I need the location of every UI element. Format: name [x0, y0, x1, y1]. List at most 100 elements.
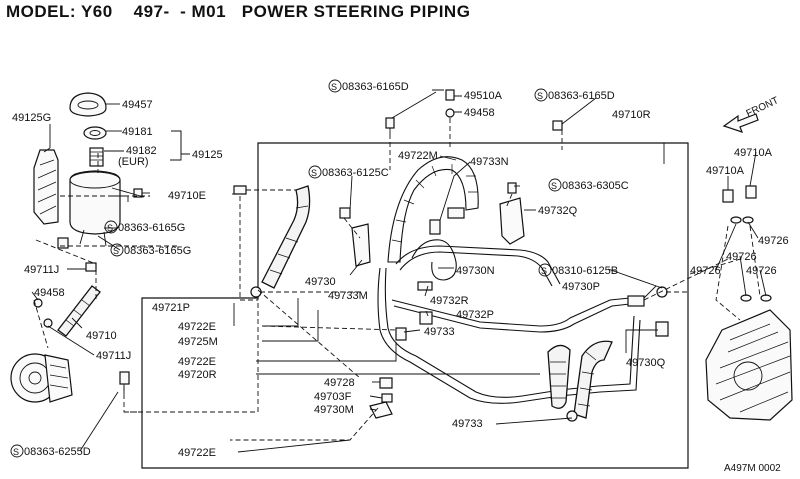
- label-49730N: 49730N: [456, 265, 495, 277]
- bracket-49125-brace: [170, 130, 182, 161]
- label-08363-6165G-a: 08363-6165G: [118, 222, 185, 234]
- label-49510A: 49510A: [464, 90, 503, 102]
- front-arrow-icon: [722, 113, 759, 133]
- label-49733-b: 49733: [452, 418, 483, 430]
- clamp-49733-lower: [566, 410, 578, 422]
- s-marker-icon: S: [328, 79, 342, 93]
- s-marker-icon: S: [110, 243, 124, 257]
- label-49733M: 49733M: [328, 290, 368, 302]
- label-49720R: 49720R: [178, 369, 217, 381]
- label-08363-6165D-a: 08363-6165D: [342, 81, 409, 93]
- bolt-08363-6165G-upper: [133, 188, 150, 198]
- label-49726-d: 49726: [746, 265, 777, 277]
- label-49181: 49181: [122, 126, 153, 138]
- hose-49730Q-right: [573, 340, 613, 419]
- label-49732R: 49732R: [430, 295, 469, 307]
- label-49722E-c: 49722E: [178, 447, 216, 459]
- bracket-49730: [351, 223, 371, 267]
- label-49710E: 49710E: [168, 190, 206, 202]
- label-49457: 49457: [122, 99, 153, 111]
- label-49726-b: 49726: [690, 265, 721, 277]
- clamp-small-left: [33, 262, 97, 328]
- label-49703F: 49703F: [314, 391, 352, 403]
- callout-labels: 49457 49181 49182 (EUR) 49125 49125G 497…: [12, 81, 789, 474]
- label-08363-6125C: 08363-6125C: [322, 167, 389, 179]
- label-08363-6305C: 08363-6305C: [562, 180, 629, 192]
- reservoir-strainer: [89, 147, 104, 167]
- label-49710: 49710: [86, 330, 117, 342]
- label-eur: (EUR): [118, 156, 149, 168]
- s-marker-icon: S: [534, 88, 548, 102]
- bracket-49730Q: [655, 321, 669, 337]
- label-49732P: 49732P: [456, 309, 494, 321]
- return-hose-left: [57, 285, 101, 337]
- s-marker-icons: S S S S S S S S: [10, 79, 562, 458]
- label-49728: 49728: [324, 377, 355, 389]
- bolt-08363-6125C: [339, 207, 351, 219]
- label-49710A-b: 49710A: [706, 165, 745, 177]
- bolt-08363-6165G-lower: [57, 237, 69, 249]
- clamp-49733: [395, 327, 407, 341]
- label-49733N: 49733N: [470, 156, 509, 168]
- s-marker-icon: S: [10, 444, 24, 458]
- steering-gear-box: [705, 309, 793, 421]
- label-49125: 49125: [192, 149, 223, 161]
- label-49725M: 49725M: [178, 336, 218, 348]
- dashed-guides: [33, 118, 761, 441]
- label-49710R: 49710R: [612, 109, 651, 121]
- s-marker-icon: S: [308, 165, 322, 179]
- section-name: POWER STEERING PIPING: [241, 2, 471, 21]
- clamp-49728: [379, 377, 393, 389]
- label-08310-6125B: 08310-6125B: [552, 265, 618, 277]
- leader-lines: [31, 89, 767, 453]
- label-49733-a: 49733: [424, 326, 455, 338]
- clamp-49703F: [381, 393, 393, 403]
- label-49732Q: 49732Q: [538, 205, 578, 217]
- s-marker-icon: S: [548, 178, 562, 192]
- reservoir-bracket: [33, 149, 59, 225]
- label-49722E-a: 49722E: [178, 321, 216, 333]
- section-code: 497- - M01: [133, 2, 227, 21]
- bolt-49510A: [445, 89, 455, 118]
- diagram-title: MODEL: Y60 497- - M01 POWER STEERING PIP…: [6, 2, 470, 22]
- label-08363-6165G-b: 08363-6165G: [124, 245, 191, 257]
- svg-text:S: S: [541, 266, 547, 276]
- bracket-49732Q: [499, 197, 525, 245]
- model-label: MODEL: Y60: [6, 2, 113, 21]
- reservoir-cap: [69, 92, 107, 117]
- power-steering-pump: [10, 353, 73, 403]
- label-49721P: 49721P: [152, 302, 190, 314]
- svg-text:S: S: [311, 168, 317, 178]
- svg-text:S: S: [13, 447, 19, 457]
- label-08363-6255D: 08363-6255D: [24, 446, 91, 458]
- label-49711J-a: 49711J: [24, 264, 59, 276]
- clamp-49732P: [419, 311, 433, 325]
- svg-text:S: S: [113, 246, 119, 256]
- bolt-08363-6165D-a: [385, 117, 395, 134]
- hose-49730Q-lower: [547, 344, 571, 409]
- label-49710A-a: 49710A: [734, 147, 773, 159]
- label-49730: 49730: [305, 276, 336, 288]
- label-49722M: 49722M: [398, 150, 438, 162]
- label-49458-top: 49458: [464, 107, 495, 119]
- label-49730P: 49730P: [562, 281, 600, 293]
- s-marker-icon: S: [104, 220, 118, 234]
- clamp-49732R: [417, 281, 433, 291]
- label-49730Q: 49730Q: [626, 357, 666, 369]
- label-49730M: 49730M: [314, 404, 354, 416]
- label-49726-a: 49726: [758, 235, 789, 247]
- hose-49722M: [387, 156, 479, 263]
- label-08363-6165D-b: 08363-6165D: [548, 90, 615, 102]
- front-label: FRONT: [745, 95, 781, 120]
- svg-text:S: S: [331, 82, 337, 92]
- reservoir-gasket: [83, 126, 107, 140]
- clamp-49733N: [429, 219, 441, 235]
- figure-code: A497M 0002: [724, 463, 781, 474]
- label-49182: 49182: [126, 145, 157, 157]
- label-49711J-b: 49711J: [96, 350, 131, 362]
- bolt-08363-6305C: [507, 182, 517, 194]
- reservoir-tank: [69, 170, 129, 247]
- label-49125G: 49125G: [12, 112, 51, 124]
